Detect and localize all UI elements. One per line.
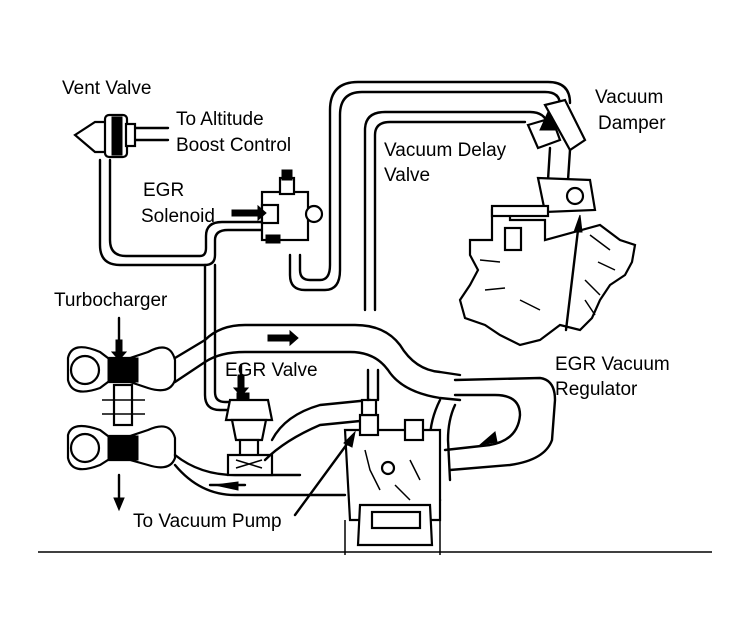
egr-valve-label: EGR Valve xyxy=(225,360,318,381)
turbocharger xyxy=(66,316,177,471)
vacuum-damper-label-line1: Vacuum xyxy=(595,87,663,108)
to-altitude-label-line1: To Altitude xyxy=(176,109,264,130)
vacuum-damper-label-line2: Damper xyxy=(598,113,666,134)
intake-pipe xyxy=(173,323,462,402)
vacuum-damper-assembly xyxy=(526,98,597,214)
vent-valve-label: Vent Valve xyxy=(62,78,151,99)
egr-solenoid-label-line1: EGR xyxy=(143,180,184,201)
egr-vacuum-regulator-label-line2: Regulator xyxy=(555,379,638,400)
egr-vacuum-regulator-pointer xyxy=(564,214,583,332)
vacuum-delay-label-line2: Valve xyxy=(384,165,430,186)
to-vacuum-pump-label: To Vacuum Pump xyxy=(133,511,282,532)
cylinder-assembly xyxy=(343,368,442,555)
labels: Vent Valve To Altitude Boost Control EGR… xyxy=(54,78,670,532)
egr-transfer-pipes xyxy=(263,376,557,502)
egr-valve xyxy=(224,363,274,477)
vacuum-hoses xyxy=(98,80,572,412)
egr-solenoid xyxy=(231,169,324,244)
egr-vacuum-regulator-label-line1: EGR Vacuum xyxy=(555,354,670,375)
vent-valve xyxy=(73,113,137,159)
turbocharger-label: Turbocharger xyxy=(54,290,168,311)
to-altitude-label-line2: Boost Control xyxy=(176,135,291,156)
vacuum-delay-label-line1: Vacuum Delay xyxy=(384,140,507,161)
egr-solenoid-label-line2: Solenoid xyxy=(141,206,215,227)
engine-block xyxy=(458,204,637,347)
vacuum-pump-pointers xyxy=(113,430,356,517)
